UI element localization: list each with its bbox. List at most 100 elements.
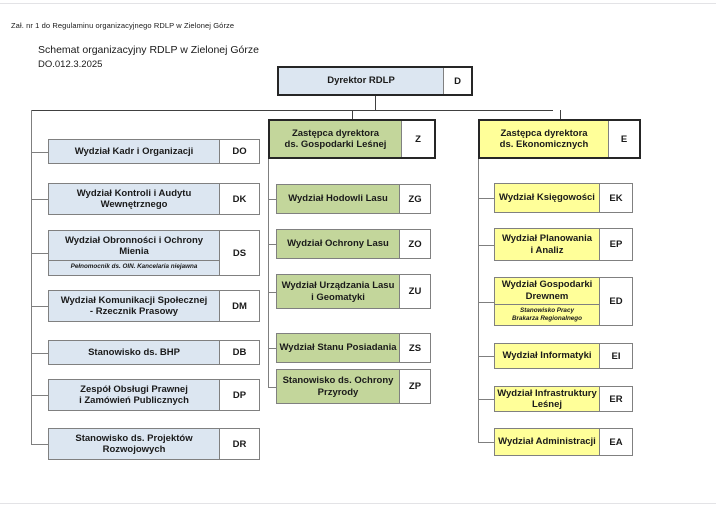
node-label: Stanowisko ds. Ochrony Przyrody <box>282 375 394 398</box>
node-sublabel: Pełnomocnik ds. OIN. Kancelaria niejawna <box>49 259 219 272</box>
node-body: Wydział Komunikacji Społecznej - Rzeczni… <box>49 291 219 321</box>
node-code: EK <box>599 184 632 212</box>
node-economic-ep[interactable]: Wydział Planowania i Analiz EP <box>494 228 633 261</box>
node-code: ED <box>599 278 632 325</box>
node-code: EP <box>599 229 632 260</box>
connector-line <box>31 152 48 153</box>
node-direct-dp[interactable]: Zespół Obsługi Prawnej i Zamówień Public… <box>48 379 260 411</box>
node-body: Wydział Urządzania Lasu i Geomatyki <box>277 275 399 308</box>
header-annotation: Zał. nr 1 do Regulaminu organizacyjnego … <box>11 21 235 30</box>
connector-line <box>560 110 561 119</box>
node-code: ZS <box>399 334 430 362</box>
node-label: Wydział Hodowli Lasu <box>288 193 388 205</box>
node-body: Wydział Stanu Posiadania <box>277 334 399 362</box>
node-body: Zastępca dyrektora ds. Gospodarki Leśnej <box>270 121 401 157</box>
node-economic-ei[interactable]: Wydział Informatyki EI <box>494 343 633 369</box>
node-direct-do[interactable]: Wydział Kadr i Organizacji DO <box>48 139 260 164</box>
node-lead-economic[interactable]: Zastępca dyrektora ds. Ekonomicznych E <box>478 119 641 159</box>
node-body: Stanowisko ds. Ochrony Przyrody <box>277 370 399 403</box>
page-title: Schemat organizacyjny RDLP w Zielonej Gó… <box>38 44 259 56</box>
node-label: Wydział Kontroli i Audytu Wewnętrznego <box>76 187 192 211</box>
node-body: Wydział Kontroli i Audytu Wewnętrznego <box>49 184 219 214</box>
node-direct-dm[interactable]: Wydział Komunikacji Społecznej - Rzeczni… <box>48 290 260 322</box>
node-code: EA <box>599 429 632 455</box>
node-code: DO <box>219 140 259 163</box>
node-code: DP <box>219 380 259 410</box>
node-body: Wydział Informatyki <box>495 344 599 368</box>
node-label: Wydział Urządzania Lasu i Geomatyki <box>281 280 395 303</box>
connector-line <box>375 96 376 110</box>
connector-line <box>268 292 276 293</box>
node-label: Wydział Informatyki <box>502 350 592 362</box>
node-label: Wydział Administracji <box>498 436 596 448</box>
node-code: Z <box>401 121 434 157</box>
node-body: Wydział Planowania i Analiz <box>495 229 599 260</box>
node-body: Wydział Hodowli Lasu <box>277 185 399 213</box>
node-forestry-zg[interactable]: Wydział Hodowli Lasu ZG <box>276 184 431 214</box>
node-forestry-zo[interactable]: Wydział Ochrony Lasu ZO <box>276 229 431 259</box>
node-body: Stanowisko ds. BHP <box>49 341 219 364</box>
connector-line <box>478 198 494 199</box>
node-direct-dk[interactable]: Wydział Kontroli i Audytu Wewnętrznego DK <box>48 183 260 215</box>
node-economic-ek[interactable]: Wydział Księgowości EK <box>494 183 633 213</box>
node-body: Zespół Obsługi Prawnej i Zamówień Public… <box>49 380 219 410</box>
node-direct-db[interactable]: Stanowisko ds. BHP DB <box>48 340 260 365</box>
node-body: Wydział Kadr i Organizacji <box>49 140 219 163</box>
node-code: D <box>443 68 471 94</box>
connector-line <box>31 110 553 111</box>
node-code: ZU <box>399 275 430 308</box>
connector-line <box>31 199 48 200</box>
connector-line <box>478 399 494 400</box>
node-code: EI <box>599 344 632 368</box>
node-body: Dyrektor RDLP <box>279 68 443 94</box>
node-label: Wydział Kadr i Organizacji <box>74 145 194 157</box>
node-code: DS <box>219 231 259 275</box>
connector-line <box>478 442 494 443</box>
node-label: Zastępca dyrektora ds. Gospodarki Leśnej <box>284 127 387 151</box>
node-code: ZP <box>399 370 430 403</box>
node-label: Wydział Księgowości <box>499 192 595 204</box>
node-code: ZG <box>399 185 430 213</box>
node-label: Zespół Obsługi Prawnej i Zamówień Public… <box>79 383 189 407</box>
connector-line <box>31 444 48 445</box>
node-label: Zastępca dyrektora ds. Ekonomicznych <box>499 127 589 151</box>
connector-line <box>478 302 494 303</box>
node-label: Wydział Gospodarki Drewnem <box>501 279 593 302</box>
connector-line <box>31 253 48 254</box>
document-number: DO.012.3.2025 <box>38 59 103 70</box>
node-code: DR <box>219 429 259 459</box>
connector-line <box>268 199 276 200</box>
node-code: E <box>608 121 639 157</box>
connector-line <box>352 110 353 119</box>
node-label: Wydział Ochrony Lasu <box>287 238 389 250</box>
node-body: Wydział Infrastruktury Leśnej <box>495 387 599 411</box>
node-lead-forestry[interactable]: Zastępca dyrektora ds. Gospodarki Leśnej… <box>268 119 436 159</box>
node-code: ER <box>599 387 632 411</box>
connector-line <box>268 387 276 388</box>
node-code: DB <box>219 341 259 364</box>
node-label: Wydział Komunikacji Społecznej - Rzeczni… <box>60 294 208 318</box>
node-body: Stanowisko ds. Projektów Rozwojowych <box>49 429 219 459</box>
node-label: Stanowisko ds. BHP <box>88 346 180 358</box>
node-code: DK <box>219 184 259 214</box>
page-top-rule <box>0 3 716 4</box>
connector-line <box>478 245 494 246</box>
connector-line <box>31 353 48 354</box>
node-code: DM <box>219 291 259 321</box>
node-code: ZO <box>399 230 430 258</box>
node-label: Wydział Planowania i Analiz <box>501 233 593 256</box>
connector-line <box>268 159 269 387</box>
node-label: Wydział Stanu Posiadania <box>279 342 397 354</box>
